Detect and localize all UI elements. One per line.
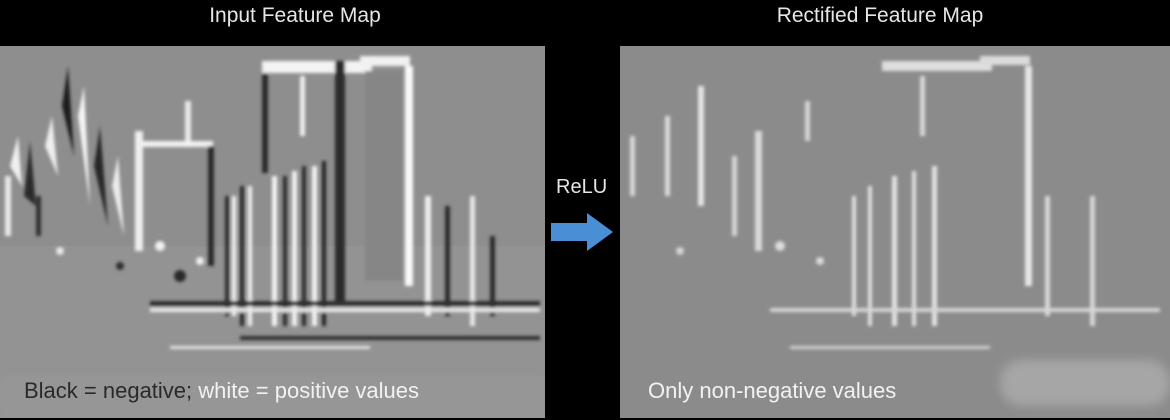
- rectified-map-caption: Only non-negative values: [648, 378, 897, 403]
- right-arrow-icon: [551, 213, 613, 251]
- input-map-caption: Black = negative; white = positive value…: [24, 378, 419, 404]
- negative-caption: Black = negative;: [24, 378, 193, 403]
- input-map-title: Input Feature Map: [209, 4, 381, 27]
- blurred-watermark: [1000, 360, 1170, 406]
- input-feature-map: Black = negative; white = positive value…: [0, 46, 545, 418]
- rectified-map-title: Rectified Feature Map: [776, 4, 984, 27]
- rectified-feature-map-image: [620, 46, 1170, 418]
- positive-caption: white = positive values: [198, 378, 420, 403]
- input-feature-map-image: [0, 46, 545, 418]
- relu-label: ReLU: [556, 176, 608, 198]
- rectified-feature-map: Only non-negative values: [620, 46, 1170, 418]
